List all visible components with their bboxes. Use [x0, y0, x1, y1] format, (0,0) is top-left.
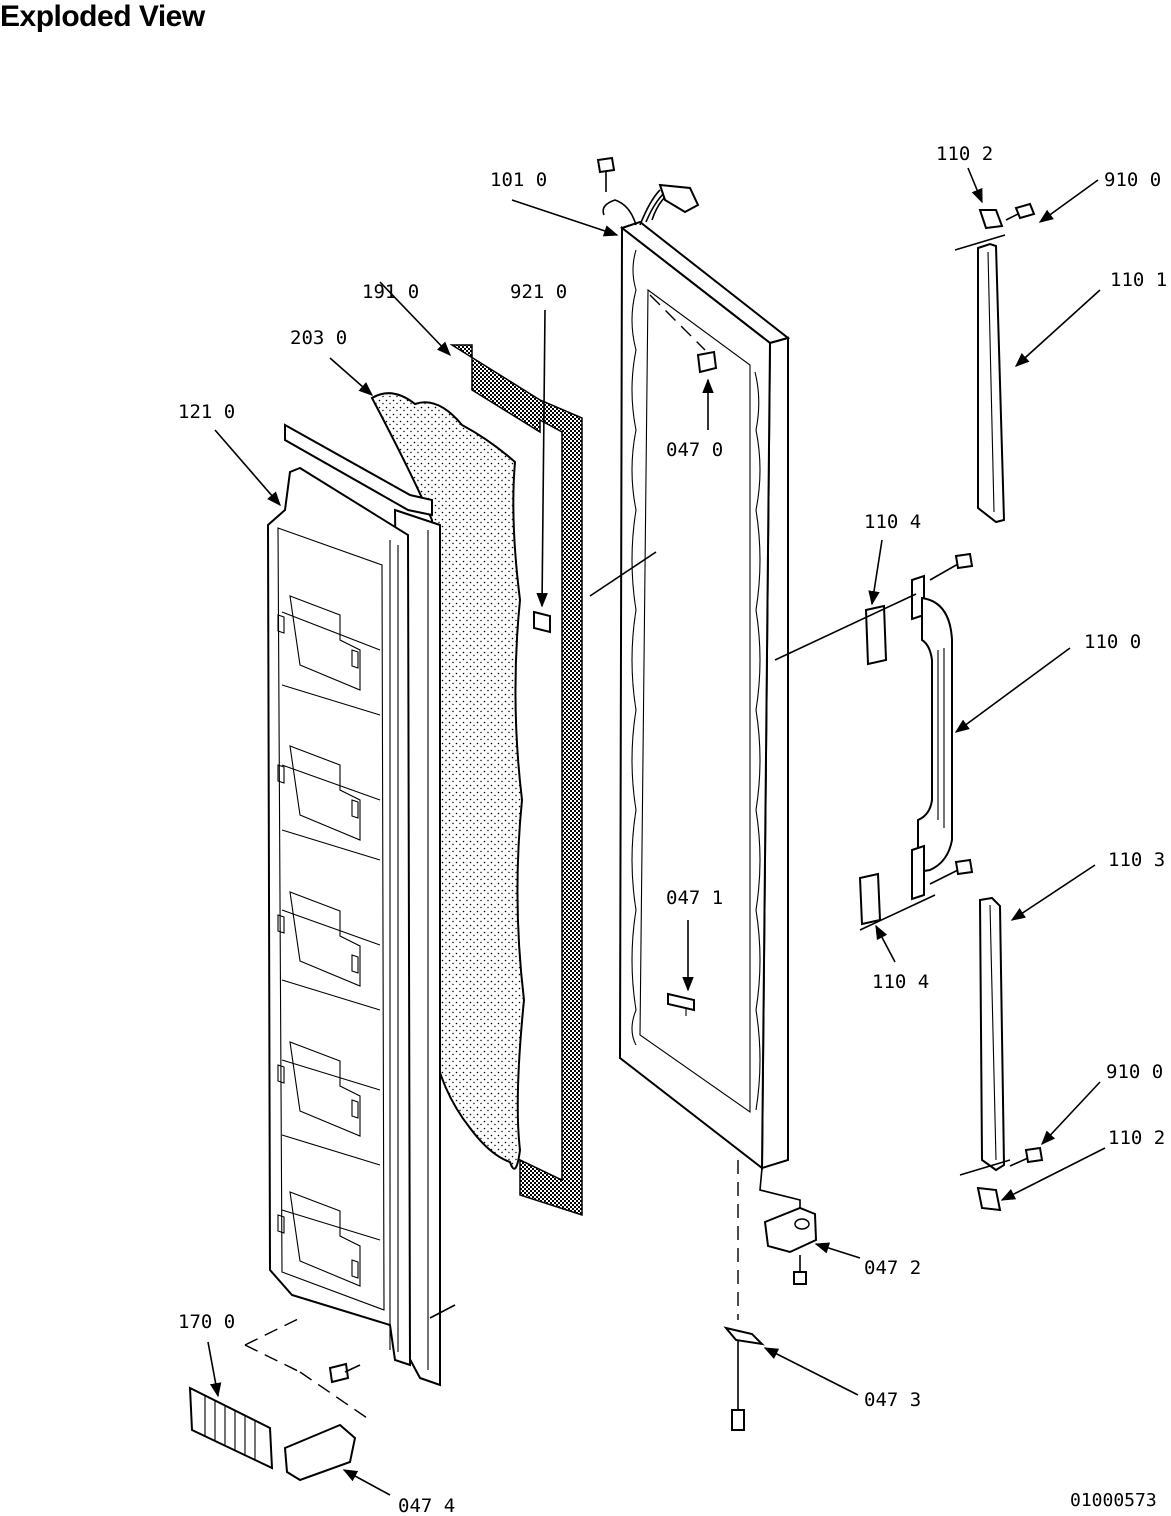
callout-910-0-bottom: 910 0 [1106, 1061, 1163, 1083]
callout-191-0: 191 0 [362, 281, 419, 303]
upper-trim-part [954, 202, 1036, 524]
callout-110-3: 110 3 [1108, 849, 1165, 871]
callout-121-0: 121 0 [178, 401, 235, 423]
door-liner-part [266, 423, 441, 1387]
bottom-hinge-parts [723, 1160, 818, 1431]
callout-047-1: 047 1 [666, 887, 723, 909]
callout-203-0: 203 0 [290, 327, 347, 349]
page-title: Exploded View [0, 0, 205, 33]
foam-insulation-part [370, 392, 526, 1170]
callout-110-2-top: 110 2 [936, 143, 993, 165]
callout-110-0: 110 0 [1084, 631, 1141, 653]
clip-part [533, 551, 657, 634]
callout-110-1: 110 1 [1110, 269, 1167, 291]
handle-part [774, 552, 974, 931]
callout-047-0: 047 0 [666, 439, 723, 461]
gasket-part [449, 344, 583, 1217]
callout-047-3: 047 3 [864, 1389, 921, 1411]
callout-101-0: 101 0 [490, 169, 547, 191]
callout-047-4: 047 4 [398, 1495, 455, 1516]
callout-110-4-top: 110 4 [864, 511, 921, 533]
door-panel-part [596, 156, 791, 1171]
callout-110-4-bottom: 110 4 [872, 971, 929, 993]
callout-047-2: 047 2 [864, 1257, 921, 1279]
bottom-grille-parts [188, 1304, 456, 1482]
callout-910-0-top: 910 0 [1104, 169, 1161, 191]
drawing-number: 01000573 [1070, 1490, 1157, 1511]
callout-110-2-bottom: 110 2 [1108, 1127, 1165, 1149]
lower-trim-part [959, 896, 1044, 1212]
callout-921-0: 921 0 [510, 281, 567, 303]
callout-170-0: 170 0 [178, 1311, 235, 1333]
leader-lines [207, 167, 1106, 1496]
